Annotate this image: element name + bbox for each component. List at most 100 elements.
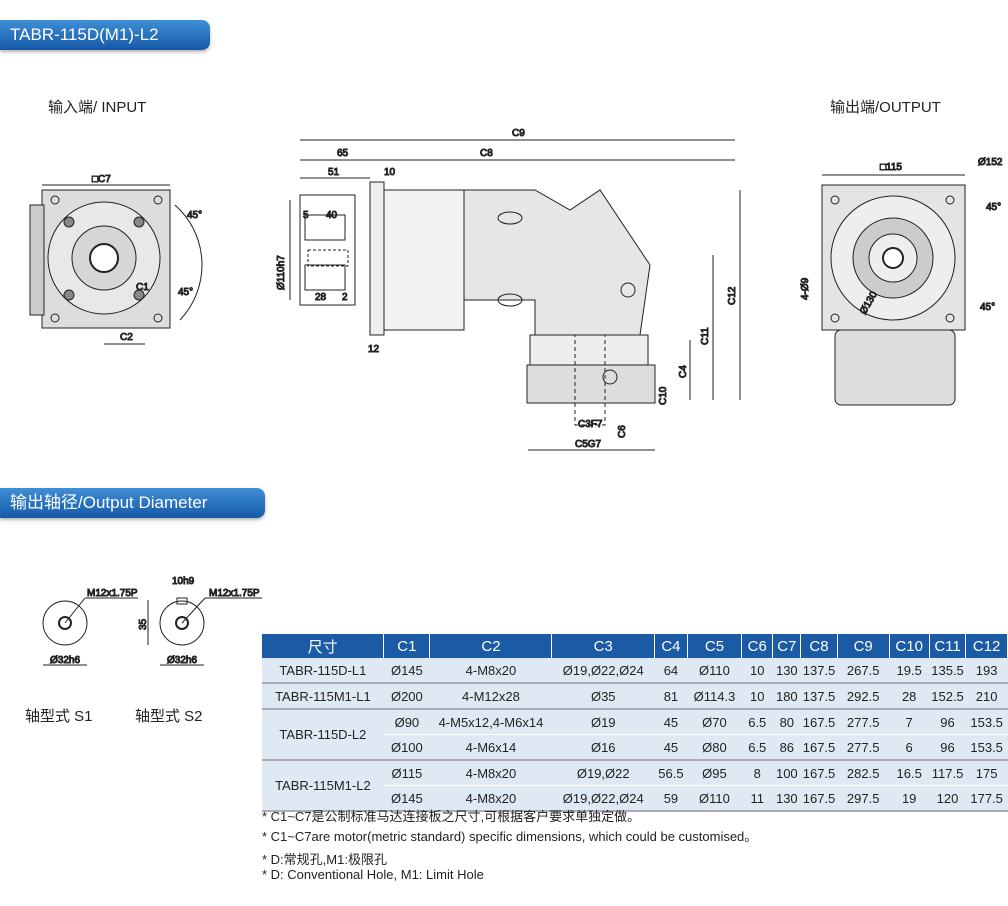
table-cell: 64 bbox=[654, 658, 688, 684]
table-cell: 4-M8x20 bbox=[429, 760, 552, 786]
s2-thread: M12x1.75P bbox=[209, 588, 260, 599]
s2-height: 35 bbox=[138, 618, 149, 630]
table-cell: 177.5 bbox=[965, 785, 1008, 812]
table-cell: 19 bbox=[889, 785, 930, 812]
table-cell: 267.5 bbox=[837, 658, 890, 684]
note-1: * C1~C7是公制标准马达连接板之尺寸,可根据客户要求单独定做。 bbox=[262, 809, 641, 824]
col-header: C10 bbox=[889, 634, 930, 658]
table-cell: 81 bbox=[654, 683, 688, 710]
table-cell: Ø35 bbox=[551, 683, 655, 710]
table-cell: 180 bbox=[772, 683, 801, 710]
s1-thread: M12x1.75P bbox=[87, 588, 138, 599]
table-cell: 6.5 bbox=[741, 734, 773, 761]
model-cell: TABR-115M1-L1 bbox=[262, 683, 384, 710]
table-cell: 16.5 bbox=[889, 760, 930, 786]
table-cell: 4-M8x20 bbox=[429, 785, 552, 812]
dim-65: 65 bbox=[337, 148, 349, 159]
shaft-s1-drawing bbox=[42, 597, 138, 666]
table-cell: 4-M12x28 bbox=[429, 683, 552, 710]
table-cell: 120 bbox=[929, 785, 966, 812]
output-view-drawing bbox=[821, 174, 966, 406]
dimension-table: 尺寸 C1 C2 C3 C4 C5 C6 C7 C8 C9 C10 C11 C1… bbox=[262, 634, 1008, 812]
dim-c2: C2 bbox=[120, 332, 133, 343]
table-cell: Ø70 bbox=[687, 709, 742, 735]
dim-c5: C5G7 bbox=[575, 439, 602, 450]
table-cell: 152.5 bbox=[929, 683, 966, 710]
dim-110: Ø110h7 bbox=[276, 255, 287, 290]
dim-12: 12 bbox=[368, 344, 380, 355]
table-cell: Ø115 bbox=[383, 760, 430, 786]
col-header: 尺寸 bbox=[262, 634, 385, 658]
model-cell: TABR-115M1-L2 bbox=[262, 760, 384, 812]
output-label: 输出端/OUTPUT bbox=[830, 99, 941, 116]
table-cell: 28 bbox=[889, 683, 930, 710]
dim-2: 2 bbox=[342, 292, 348, 303]
table-cell: 45 bbox=[654, 709, 688, 735]
table-cell: 4-M6x14 bbox=[429, 734, 552, 761]
table-cell: 11 bbox=[741, 785, 773, 812]
table-cell: Ø145 bbox=[383, 785, 430, 812]
table-cell: 137.5 bbox=[800, 683, 838, 710]
table-cell: 86 bbox=[772, 734, 801, 761]
table-cell: 100 bbox=[772, 760, 801, 786]
dim-output-angle2: 45° bbox=[980, 302, 995, 313]
table-cell: Ø19 bbox=[551, 709, 655, 735]
table-cell: 56.5 bbox=[654, 760, 688, 786]
table-cell: 45 bbox=[654, 734, 688, 761]
table-cell: Ø100 bbox=[383, 734, 430, 761]
table-cell: 153.5 bbox=[965, 734, 1008, 761]
table-cell: 292.5 bbox=[837, 683, 890, 710]
dim-5: 5 bbox=[303, 210, 309, 221]
dim-output-square: □115 bbox=[880, 162, 902, 173]
col-header: C6 bbox=[741, 634, 774, 658]
dim-c10: C10 bbox=[658, 386, 669, 405]
table-cell: Ø16 bbox=[551, 734, 655, 761]
col-header: C8 bbox=[800, 634, 838, 658]
table-header-row: 尺寸 C1 C2 C3 C4 C5 C6 C7 C8 C9 C10 C11 C1… bbox=[262, 634, 1008, 658]
table-cell: 297.5 bbox=[837, 785, 890, 812]
dim-c11: C11 bbox=[700, 327, 711, 345]
table-cell: 6 bbox=[889, 734, 930, 761]
table-cell: 137.5 bbox=[800, 658, 838, 684]
table-cell: 282.5 bbox=[837, 760, 890, 786]
table-cell: 193 bbox=[965, 658, 1008, 684]
table-cell: Ø114.3 bbox=[687, 683, 742, 710]
table-cell: 167.5 bbox=[800, 760, 838, 786]
dim-51: 51 bbox=[328, 167, 340, 178]
col-header: C1 bbox=[383, 634, 431, 658]
table-cell: Ø110 bbox=[687, 785, 742, 812]
table-cell: Ø110 bbox=[687, 658, 742, 684]
table-cell: 6.5 bbox=[741, 709, 773, 735]
col-header: C9 bbox=[837, 634, 890, 658]
dim-c3: C3F7 bbox=[578, 419, 603, 430]
shaft-type-s1: 轴型式 S1 bbox=[25, 708, 93, 725]
table-cell: Ø145 bbox=[383, 658, 430, 684]
table-cell: 59 bbox=[654, 785, 688, 812]
dim-input-angle2: 45° bbox=[178, 287, 193, 298]
col-header: C2 bbox=[429, 634, 553, 658]
table-cell: 167.5 bbox=[800, 709, 838, 735]
side-view-drawing bbox=[289, 139, 741, 451]
input-label: 输入端/ INPUT bbox=[48, 99, 147, 116]
note-3: * D:常规孔,M1:极限孔 bbox=[262, 852, 387, 867]
dim-c7: □C7 bbox=[92, 174, 111, 185]
table-cell: 117.5 bbox=[929, 760, 966, 786]
dim-input-angle1: 45° bbox=[187, 210, 202, 221]
dim-c1: C1 bbox=[136, 282, 149, 293]
model-title-badge: TABR-115D(M1)-L2 bbox=[0, 20, 210, 50]
dim-152: Ø152 bbox=[978, 157, 1003, 168]
table-cell: 175 bbox=[965, 760, 1008, 786]
note-4: * D: Conventional Hole, M1: Limit Hole bbox=[262, 867, 484, 882]
dim-c8: C8 bbox=[480, 148, 493, 159]
table-cell: 277.5 bbox=[837, 734, 890, 761]
dim-output-angle1: 45° bbox=[986, 202, 1001, 213]
table-cell: Ø95 bbox=[687, 760, 742, 786]
dim-28: 28 bbox=[315, 292, 327, 303]
shaft-type-s2: 轴型式 S2 bbox=[135, 708, 203, 725]
col-header: C11 bbox=[929, 634, 967, 658]
